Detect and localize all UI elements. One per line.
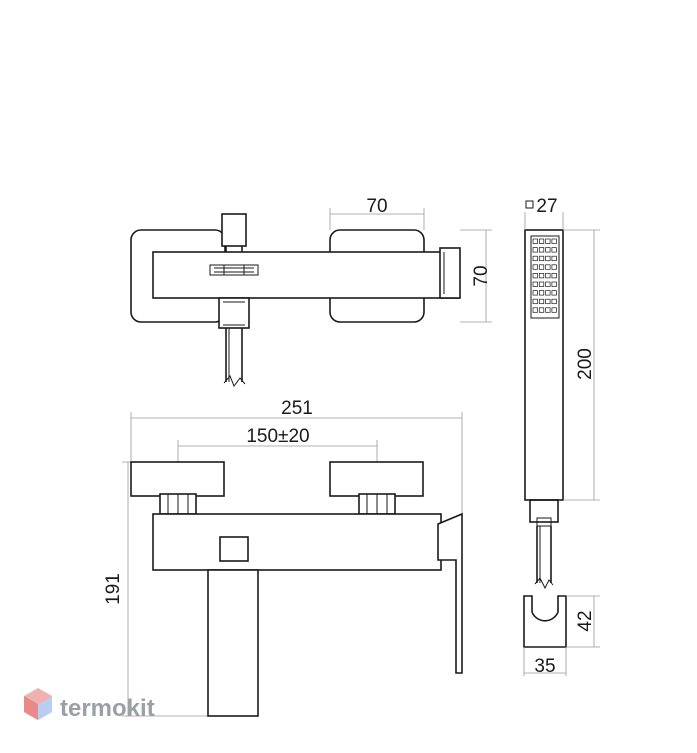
hand-shower: [523, 200, 600, 676]
nozzle: [532, 238, 538, 244]
nozzle: [538, 281, 545, 287]
dim-top-width: 70: [366, 196, 387, 217]
spout-outlet: [209, 264, 259, 276]
mixer-body: [152, 513, 442, 571]
nozzle: [538, 264, 545, 270]
left-wall-block: [130, 461, 225, 497]
nozzle: [538, 290, 545, 296]
diverter-knob: [221, 213, 247, 247]
nozzle: [532, 273, 538, 279]
nozzle: [532, 281, 538, 287]
nozzle: [538, 273, 545, 279]
front-diverter: [219, 536, 249, 562]
right-wall-block: [329, 461, 424, 497]
nozzle: [545, 264, 551, 270]
watermark-text: termokit: [60, 695, 155, 722]
shower-holder: [523, 595, 567, 648]
nozzle: [538, 247, 545, 253]
dim-holder-height: 42: [575, 610, 596, 631]
dim-holder-width: 35: [534, 656, 555, 677]
nozzle: [545, 255, 551, 262]
nozzle: [538, 238, 545, 244]
front-spout: [207, 569, 259, 717]
lever-end: [439, 247, 461, 299]
dim-centers: 150±20: [246, 426, 309, 447]
top-view: [130, 208, 492, 388]
nozzle: [538, 307, 545, 313]
dim-overall-height: 191: [103, 573, 124, 605]
hose-connector: [218, 297, 250, 329]
nozzle: [551, 298, 557, 305]
nozzle: [545, 298, 551, 305]
dim-handshower-section: 27: [536, 196, 557, 217]
nozzle: [545, 281, 551, 287]
nozzle: [551, 255, 557, 262]
nozzle: [551, 273, 557, 279]
nozzle: [532, 247, 538, 253]
nozzle: [545, 273, 551, 279]
nozzle: [551, 307, 557, 313]
dim-top-height: 70: [471, 265, 492, 286]
nozzle: [551, 238, 557, 244]
nozzle: [551, 290, 557, 296]
nozzle: [545, 290, 551, 296]
nozzle: [538, 298, 545, 305]
dim-handshower-length: 200: [575, 348, 596, 380]
nozzle: [532, 307, 538, 313]
front-view: [122, 412, 463, 717]
nozzle: [551, 247, 557, 253]
nozzle: [545, 307, 551, 313]
nozzle: [532, 264, 538, 270]
front-lever: [437, 512, 463, 674]
square-symbol: [525, 200, 534, 209]
nozzle: [532, 290, 538, 296]
nozzle: [545, 238, 551, 244]
nozzle: [551, 281, 557, 287]
nozzle: [538, 255, 545, 262]
top-body: [152, 251, 460, 299]
nozzle-grid: [532, 238, 557, 313]
nozzle: [545, 247, 551, 253]
handshower-face: [530, 235, 560, 319]
watermark-logo: [24, 688, 52, 720]
nozzle: [532, 255, 538, 262]
nozzle: [532, 298, 538, 305]
dim-overall-width: 251: [281, 398, 313, 419]
nozzle: [551, 264, 557, 270]
